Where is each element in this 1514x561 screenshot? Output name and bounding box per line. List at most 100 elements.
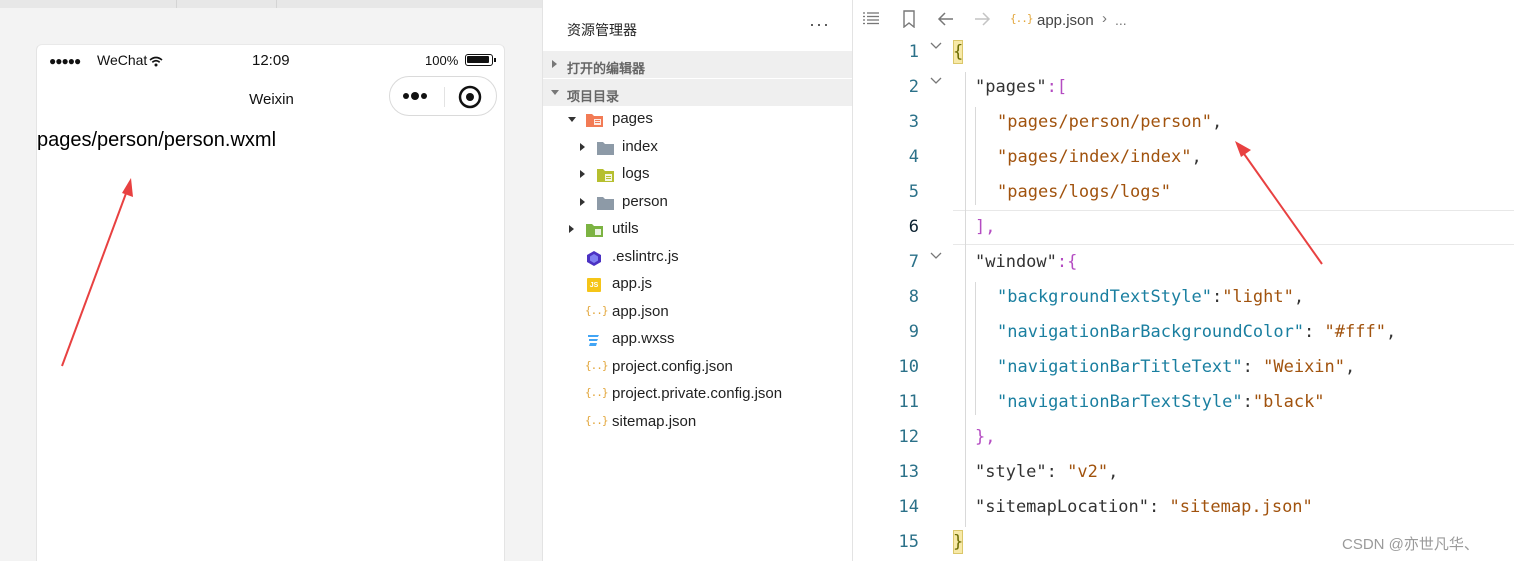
- tree-item-app-json[interactable]: {..} app.json: [543, 299, 852, 326]
- tree-item-eslintrc[interactable]: .eslintrc.js: [543, 244, 852, 271]
- json-file-icon: {..}: [585, 359, 609, 372]
- back-arrow-icon[interactable]: [937, 11, 955, 32]
- simulator-toolbar: [0, 0, 542, 8]
- phone-screen[interactable]: ●●●●● WeChat 12:09 100% Weixin pages/per…: [36, 44, 505, 561]
- explorer-panel: 资源管理器 ··· 打开的编辑器 项目目录 pages index logs: [543, 0, 852, 561]
- tree-item-label: sitemap.json: [612, 413, 697, 430]
- breadcrumb-file[interactable]: app.json: [1037, 12, 1094, 29]
- toolbar-divider: [276, 0, 277, 8]
- breadcrumb-separator: ›: [1102, 10, 1107, 27]
- page-content-text: pages/person/person.wxml: [37, 129, 277, 151]
- forward-arrow-icon[interactable]: [973, 11, 991, 32]
- status-time: 12:09: [252, 52, 290, 69]
- tree-item-label: utils: [612, 220, 639, 237]
- fold-chevron-icon[interactable]: [930, 249, 942, 261]
- code-line: "pages/person/person",: [997, 112, 1223, 132]
- status-bar: ●●●●● WeChat 12:09 100%: [37, 45, 504, 75]
- toolbar-divider: [176, 0, 177, 8]
- tree-item-index[interactable]: index: [543, 134, 852, 161]
- utils-folder-icon: [585, 222, 603, 238]
- code-line: "pages/index/index",: [997, 147, 1202, 167]
- folder-icon: [596, 140, 614, 156]
- panel-divider[interactable]: [542, 0, 543, 561]
- capsule-menu[interactable]: [389, 76, 497, 116]
- line-number: 3: [908, 112, 919, 132]
- code-line: "pages":[: [975, 77, 1068, 97]
- bracket-match-highlight: [953, 40, 963, 64]
- indent-guide: [975, 282, 976, 415]
- chevron-right-icon: [569, 225, 574, 233]
- signal-icon: ●●●●●: [49, 54, 81, 68]
- code-line: "style": "v2",: [975, 462, 1119, 482]
- chevron-right-icon: [580, 170, 585, 178]
- more-actions-icon[interactable]: ···: [809, 14, 830, 34]
- pages-folder-icon: [585, 112, 603, 128]
- json-file-icon: {..}: [585, 304, 609, 317]
- line-number: 9: [908, 322, 919, 342]
- tree-item-label: project.private.config.json: [612, 385, 783, 402]
- code-line: "navigationBarTextStyle":"black": [997, 392, 1325, 412]
- chevron-right-icon: [580, 143, 585, 151]
- code-line: "window":{: [975, 252, 1078, 272]
- tree-item-logs[interactable]: logs: [543, 161, 852, 188]
- explorer-header: 资源管理器 ···: [543, 0, 852, 50]
- tree-item-label: person: [622, 193, 668, 210]
- section-label: 项目目录: [567, 89, 620, 104]
- list-icon[interactable]: [862, 11, 880, 30]
- json-file-icon: {..}: [1010, 12, 1033, 25]
- chevron-right-icon: [552, 60, 557, 68]
- editor-toolbar: {..} app.json › ...: [853, 0, 1514, 38]
- tree-item-pages[interactable]: pages: [543, 106, 852, 133]
- section-open-editors[interactable]: 打开的编辑器: [543, 51, 852, 78]
- js-file-icon: JS: [587, 278, 601, 292]
- section-label: 打开的编辑器: [567, 61, 646, 76]
- line-number: 13: [898, 462, 919, 482]
- simulator-panel: ●●●●● WeChat 12:09 100% Weixin pages/per…: [0, 0, 542, 561]
- tree-item-label: app.js: [612, 275, 653, 292]
- fold-chevron-icon[interactable]: [930, 74, 942, 86]
- line-number: 6: [908, 217, 919, 237]
- css-file-icon: [586, 332, 604, 348]
- line-number: 12: [898, 427, 919, 447]
- close-miniprogram-icon[interactable]: [458, 85, 482, 109]
- eslint-icon: [585, 250, 603, 266]
- code-line: "pages/logs/logs": [997, 182, 1171, 202]
- code-editor[interactable]: {..} app.json › ... 1 2 3 4 5 6 7 8 9 10…: [853, 0, 1514, 561]
- tree-item-label: app.wxss: [612, 330, 675, 347]
- code-line: }: [953, 532, 964, 552]
- line-number: 15: [898, 532, 919, 552]
- tree-item-label: app.json: [612, 303, 669, 320]
- chevron-down-icon: [551, 90, 559, 95]
- tree-item-app-js[interactable]: JS app.js: [543, 271, 852, 298]
- more-dots-icon[interactable]: [400, 86, 434, 106]
- bookmark-icon[interactable]: [902, 10, 916, 33]
- line-number: 14: [898, 497, 919, 517]
- line-number: 4: [908, 147, 919, 167]
- line-number: 5: [908, 182, 919, 202]
- tree-item-utils[interactable]: utils: [543, 216, 852, 243]
- tree-item-label: .eslintrc.js: [612, 248, 679, 265]
- fold-chevron-icon[interactable]: [930, 39, 942, 51]
- tree-item-label: project.config.json: [612, 358, 733, 375]
- line-number: 7: [908, 252, 919, 272]
- breadcrumb-ellipsis[interactable]: ...: [1115, 12, 1127, 28]
- tree-item-app-wxss[interactable]: app.wxss: [543, 326, 852, 353]
- tree-item-person[interactable]: person: [543, 189, 852, 216]
- tree-item-label: logs: [622, 165, 650, 182]
- code-line: "navigationBarBackgroundColor": "#fff",: [997, 322, 1397, 342]
- line-number: 2: [908, 77, 919, 97]
- code-line: {: [953, 42, 964, 62]
- tree-item-project-private-config[interactable]: {..} project.private.config.json: [543, 381, 852, 408]
- tree-item-label: pages: [612, 110, 653, 127]
- code-line: "sitemapLocation": "sitemap.json": [975, 497, 1313, 517]
- panel-divider[interactable]: [852, 0, 853, 561]
- nav-bar-title: Weixin: [249, 91, 294, 108]
- capsule-separator: [444, 87, 445, 107]
- tree-item-sitemap[interactable]: {..} sitemap.json: [543, 409, 852, 436]
- tree-item-project-config[interactable]: {..} project.config.json: [543, 354, 852, 381]
- line-number: 8: [908, 287, 919, 307]
- section-project-dir[interactable]: 项目目录: [543, 79, 852, 106]
- code-line: "backgroundTextStyle":"light",: [997, 287, 1305, 307]
- watermark: CSDN @亦世凡华、: [1342, 536, 1479, 553]
- chevron-down-icon: [568, 117, 576, 122]
